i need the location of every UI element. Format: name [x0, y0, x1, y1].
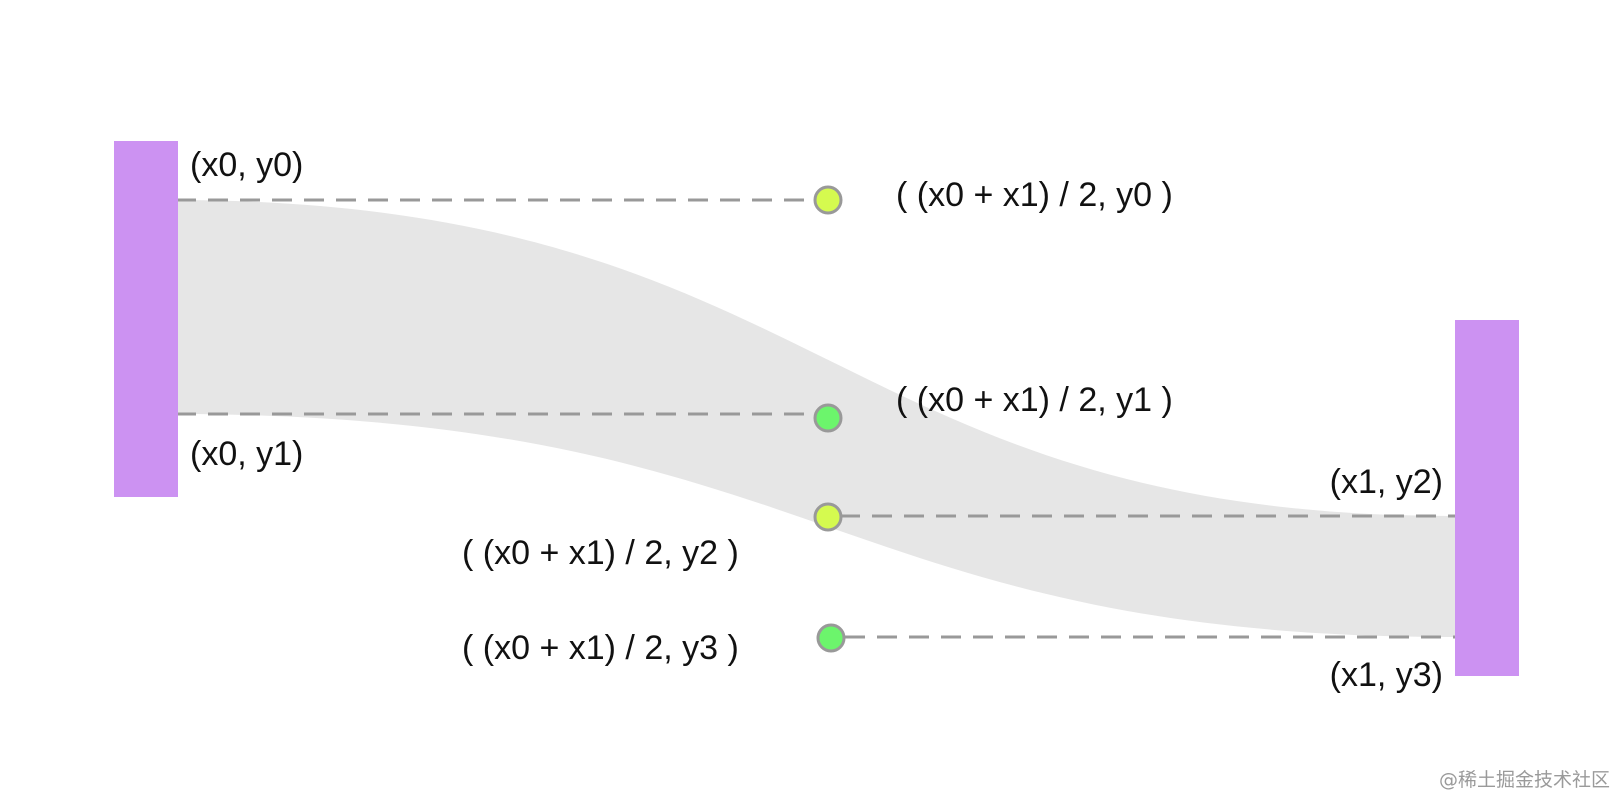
- control-point-y2: [813, 502, 843, 532]
- label-x0-y0: (x0, y0): [190, 146, 303, 184]
- control-point-y0: [813, 185, 843, 215]
- watermark: @稀土掘金技术社区: [1439, 769, 1610, 791]
- source-node: [114, 141, 178, 497]
- label-control-y3: ( (x0 + x1) / 2, y3 ): [462, 629, 739, 667]
- link-band: [171, 200, 1455, 637]
- control-point-y3: [816, 623, 846, 653]
- label-control-y0: ( (x0 + x1) / 2, y0 ): [896, 176, 1173, 214]
- control-point-y1: [813, 403, 843, 433]
- target-node: [1455, 320, 1519, 676]
- label-x1-y2: (x1, y2): [1330, 463, 1443, 501]
- label-x1-y3: (x1, y3): [1330, 656, 1443, 694]
- label-x0-y1: (x0, y1): [190, 435, 303, 473]
- label-control-y1: ( (x0 + x1) / 2, y1 ): [896, 381, 1173, 419]
- label-control-y2: ( (x0 + x1) / 2, y2 ): [462, 534, 739, 572]
